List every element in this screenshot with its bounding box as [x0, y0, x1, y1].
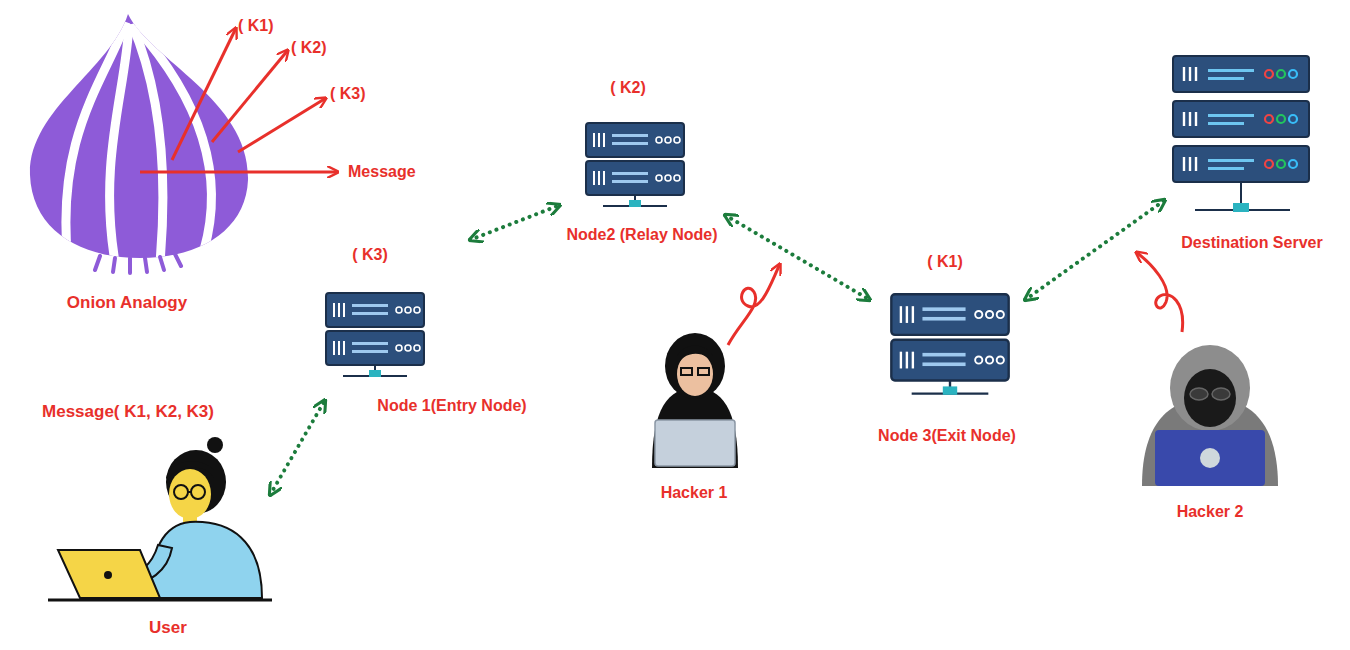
network-node: Destination Server [1165, 50, 1340, 260]
node-heading: Message( K1, K2, K3) [42, 402, 214, 422]
node-label: Hacker 1 [661, 483, 728, 502]
dotted-link [270, 400, 325, 495]
destination-server-icon [1173, 56, 1309, 212]
node-heading: ( K3) [352, 245, 388, 264]
dotted-link [1025, 200, 1165, 300]
node-heading: ( K2) [610, 78, 646, 97]
node-label: Node2 (Relay Node) [566, 225, 717, 244]
network-node: Hacker 1 [645, 330, 745, 505]
network-node: Message( K1, K2, K3) User [15, 398, 270, 643]
attack-arrow [728, 264, 780, 345]
callout-label: ( K2) [291, 38, 327, 57]
relay-server-icon [586, 123, 684, 207]
node-label: Hacker 2 [1177, 502, 1244, 521]
network-node: ( K1) Node 3(Exit Node) [870, 248, 1025, 448]
hacker-figure [652, 333, 738, 468]
onion-illustration [30, 14, 338, 273]
callout-label: ( K3) [330, 84, 366, 103]
network-node: Hacker 2 [1130, 340, 1290, 525]
callout-label: Message [348, 162, 416, 181]
entry-server-icon [326, 293, 424, 377]
user-figure [48, 437, 272, 600]
dotted-link [470, 205, 560, 240]
node-label: Node 3(Exit Node) [878, 426, 1016, 445]
node-label: User [149, 618, 187, 638]
node-label: Node 1(Entry Node) [377, 396, 526, 415]
dotted-link [725, 215, 870, 300]
hacker-figure [1142, 345, 1278, 486]
callout-label: Onion Analogy [67, 293, 187, 313]
network-node: ( K3) Node 1(Entry Node) [325, 240, 540, 420]
callout-label: ( K1) [238, 16, 274, 35]
attack-arrow [1136, 252, 1183, 332]
node-heading: ( K1) [927, 252, 963, 271]
network-node: ( K2) Node2 (Relay Node) [560, 75, 725, 265]
node-label: Destination Server [1181, 233, 1322, 252]
exit-server-icon [891, 294, 1008, 395]
